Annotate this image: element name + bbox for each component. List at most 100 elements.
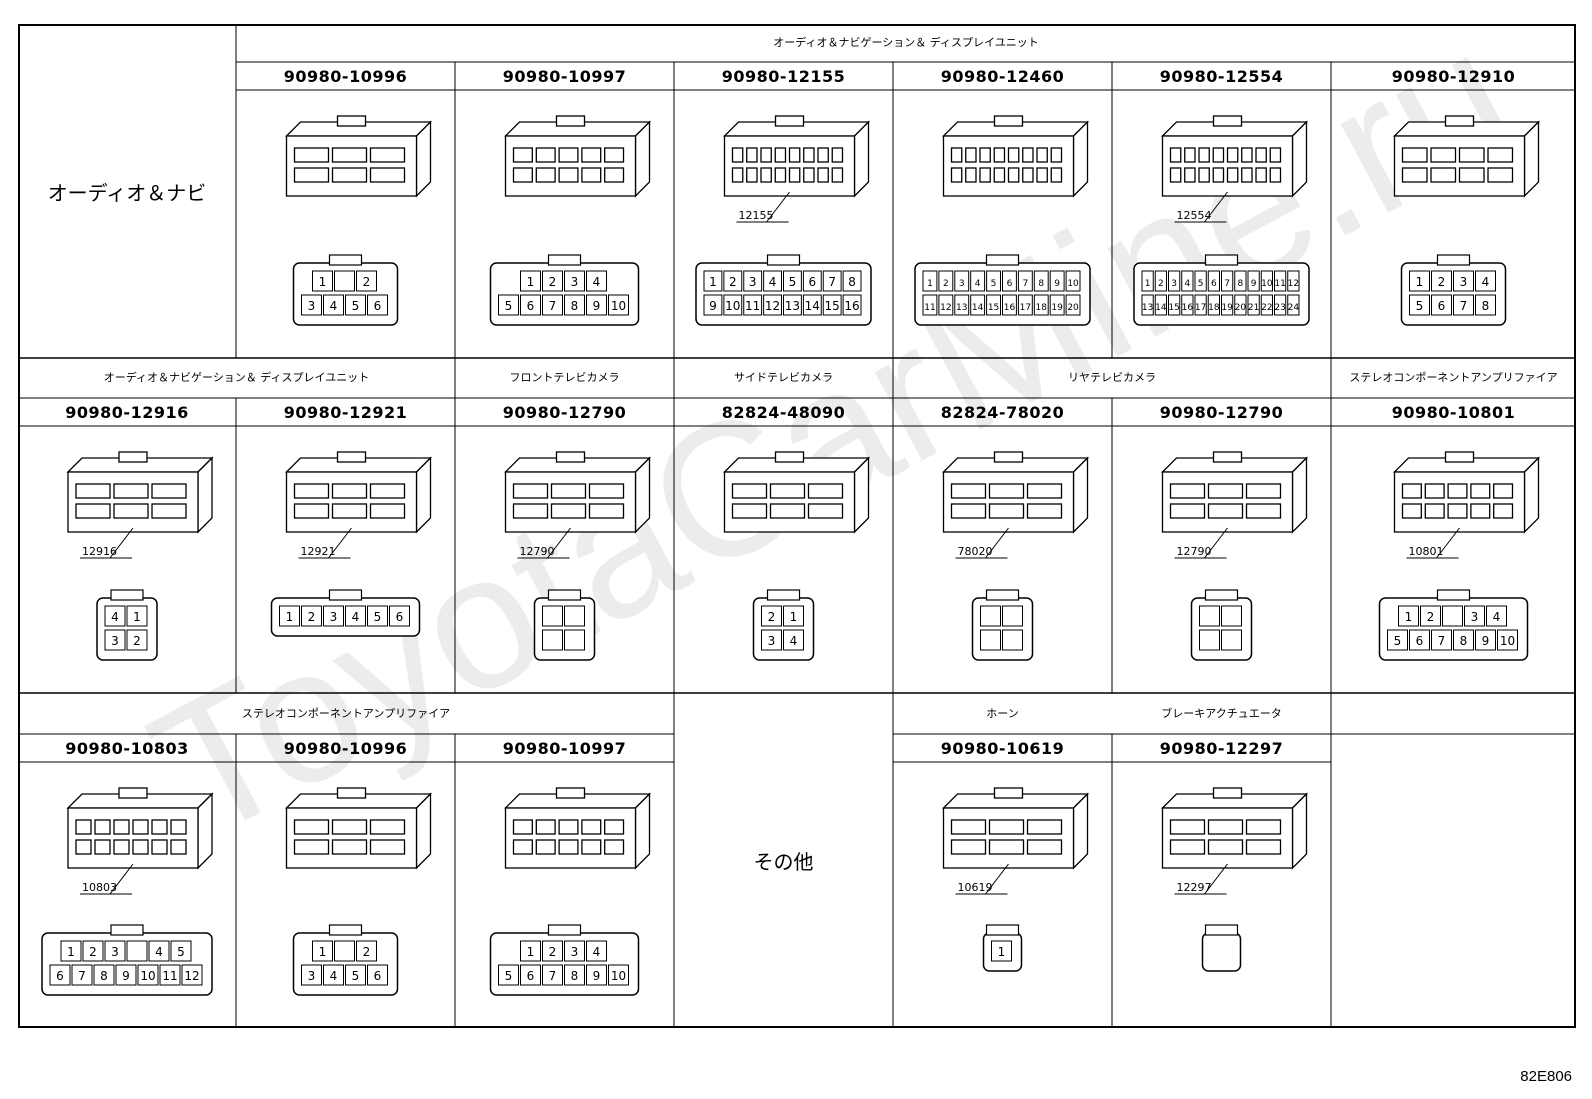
pin-number: 3	[308, 299, 316, 313]
pin-number: 9	[593, 299, 601, 313]
pin-number: 3	[1471, 610, 1479, 624]
pin-number: 1	[133, 610, 141, 624]
pin-cavity	[1453, 270, 1474, 292]
pin-cavity	[1274, 294, 1287, 316]
pin-cavity	[1287, 294, 1300, 316]
connector-housing	[722, 115, 871, 198]
pin-number: 15	[988, 303, 999, 313]
pin-cavity	[802, 270, 822, 292]
pin-cavity	[586, 940, 607, 962]
part-number: 90980-12921	[283, 402, 408, 422]
callout: 12921	[298, 527, 352, 559]
pin-number: 17	[1195, 303, 1206, 313]
pin-cavity	[1221, 605, 1242, 627]
pin-number: 2	[729, 275, 737, 289]
connector-housing	[284, 787, 433, 870]
pin-cavity	[1168, 270, 1181, 292]
pin-cavity	[564, 294, 585, 316]
pin-cavity	[954, 294, 970, 316]
part-number: 90980-12790	[502, 402, 627, 422]
pin-number: 3	[749, 275, 757, 289]
pin-cavity	[1287, 270, 1300, 292]
group-label: フロントテレビカメラ	[509, 371, 620, 384]
part-number: 90980-12297	[1159, 738, 1284, 758]
connector-housing	[941, 115, 1090, 198]
pin-cavity	[1475, 294, 1496, 316]
pin-number: 20	[1235, 303, 1247, 313]
callout-label: 12916	[82, 545, 117, 558]
pin-cavity	[345, 964, 366, 986]
part-number: 90980-12910	[1391, 66, 1516, 86]
pin-cavity	[520, 294, 541, 316]
pin-number: 3	[959, 279, 965, 289]
pin-cavity	[783, 629, 804, 651]
group-label: ブレーキアクチュエータ	[1161, 706, 1282, 720]
pin-number: 10	[1067, 279, 1079, 289]
pin-cavity	[170, 940, 192, 962]
pin-number: 6	[374, 969, 382, 983]
pin-number: 6	[808, 275, 816, 289]
pin-cavity	[1033, 270, 1049, 292]
pin-number: 1	[790, 610, 798, 624]
pin-number: 1	[319, 275, 327, 289]
pin-cavity	[334, 270, 355, 292]
pin-number: 2	[943, 279, 949, 289]
pin-cavity	[586, 270, 607, 292]
connector-drawing: 12297	[1160, 787, 1309, 972]
pin-cavity	[1207, 270, 1220, 292]
pin-number: 2	[1427, 610, 1435, 624]
pin-cavity	[542, 605, 563, 627]
pin-number: 6	[527, 969, 535, 983]
callout: 10803	[80, 863, 134, 895]
pin-number: 4	[790, 634, 798, 648]
pin-number: 8	[100, 969, 108, 983]
group-label: サイドテレビカメラ	[734, 371, 833, 384]
pin-cavity	[802, 294, 822, 316]
pin-number: 2	[363, 945, 371, 959]
pin-cavity	[1154, 294, 1167, 316]
connector-housing	[1392, 115, 1541, 198]
pin-cavity	[367, 294, 388, 316]
pin-cavity	[301, 605, 322, 627]
pin-number: 9	[1482, 634, 1490, 648]
pin-cavity	[986, 294, 1001, 316]
pin-cavity	[1234, 270, 1247, 292]
pin-number: 5	[789, 275, 797, 289]
part-number: 82824-48090	[721, 402, 846, 422]
pin-cavity	[356, 270, 377, 292]
pin-cavity	[1453, 629, 1474, 651]
connector-housing	[941, 787, 1090, 870]
pin-number: 11	[924, 303, 935, 313]
part-number: 90980-12916	[65, 402, 189, 422]
group-label: オーディオ＆ナビ	[47, 180, 207, 205]
pin-face	[533, 589, 596, 661]
pin-cavity	[783, 294, 802, 316]
pin-number: 15	[1168, 303, 1179, 313]
pin-cavity	[1199, 605, 1220, 627]
pin-number: 1	[927, 279, 933, 289]
pin-number: 8	[1460, 634, 1468, 648]
pin-number: 14	[1155, 303, 1167, 313]
pin-cavity	[60, 940, 82, 962]
pin-cavity	[1409, 294, 1430, 316]
part-number: 90980-10619	[940, 738, 1065, 758]
pin-number: 2	[1158, 279, 1164, 289]
part-number: 90980-12155	[721, 66, 846, 86]
pin-number: 18	[1036, 303, 1048, 313]
group-label: ステレオコンポーネントアンプリファイア	[241, 706, 451, 720]
pin-number: 9	[1054, 279, 1060, 289]
callout-label: 12554	[1177, 209, 1212, 222]
callout: 12155	[736, 191, 790, 223]
pin-cavity	[1065, 294, 1081, 316]
pin-number: 4	[155, 945, 163, 959]
callout-label: 10801	[1409, 545, 1444, 558]
